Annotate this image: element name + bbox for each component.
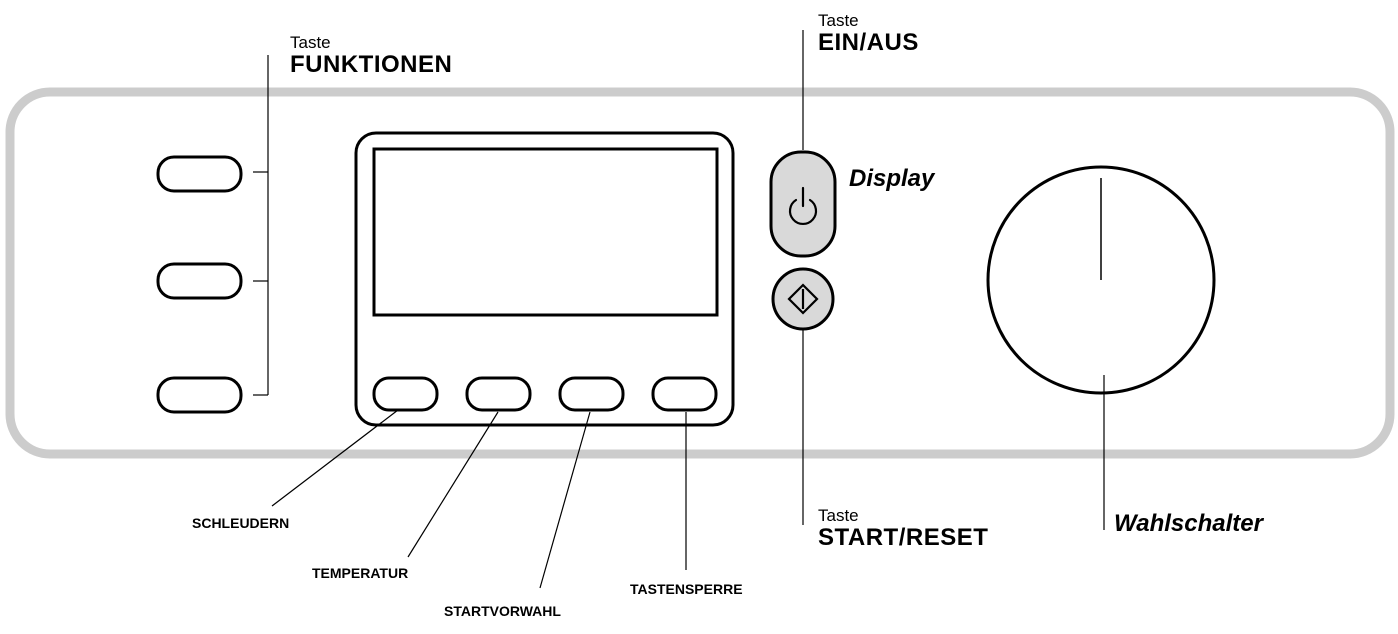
temperatur-button[interactable] bbox=[465, 376, 532, 412]
start-reset-name: START/RESET bbox=[818, 524, 989, 551]
start-reset-label: Taste START/RESET bbox=[818, 507, 988, 550]
ein-aus-name: EIN/AUS bbox=[818, 29, 919, 56]
startvorwahl-button[interactable] bbox=[558, 376, 625, 412]
temperatur-label: TEMPERATUR bbox=[312, 565, 409, 581]
wahlschalter-label: Wahlschalter bbox=[1114, 510, 1263, 537]
tastensperre-button[interactable] bbox=[651, 376, 718, 412]
funktionen-label: Taste FUNKTIONEN bbox=[290, 34, 452, 77]
funktionen-leader bbox=[253, 55, 269, 396]
start-diamond-icon bbox=[787, 283, 819, 315]
funktionen-prefix: Taste bbox=[290, 33, 331, 52]
display-label: Display bbox=[849, 165, 935, 192]
tastensperre-label: TASTENSPERRE bbox=[630, 581, 743, 597]
display-screen bbox=[372, 147, 719, 317]
start-reset-prefix: Taste bbox=[818, 506, 859, 525]
function-button-3[interactable] bbox=[156, 376, 243, 414]
schleudern-label: SCHLEUDERN bbox=[192, 515, 290, 531]
ein-aus-label: Taste EIN/AUS bbox=[818, 12, 919, 55]
schleudern-button[interactable] bbox=[372, 376, 439, 412]
function-button-1[interactable] bbox=[156, 155, 243, 193]
power-icon bbox=[788, 186, 818, 225]
ein-aus-prefix: Taste bbox=[818, 11, 859, 30]
funktionen-name: FUNKTIONEN bbox=[290, 51, 453, 78]
display-button-leaders bbox=[271, 409, 687, 589]
control-panel bbox=[5, 87, 1395, 459]
function-button-2[interactable] bbox=[156, 262, 243, 300]
startvorwahl-label: STARTVORWAHL bbox=[444, 603, 561, 619]
